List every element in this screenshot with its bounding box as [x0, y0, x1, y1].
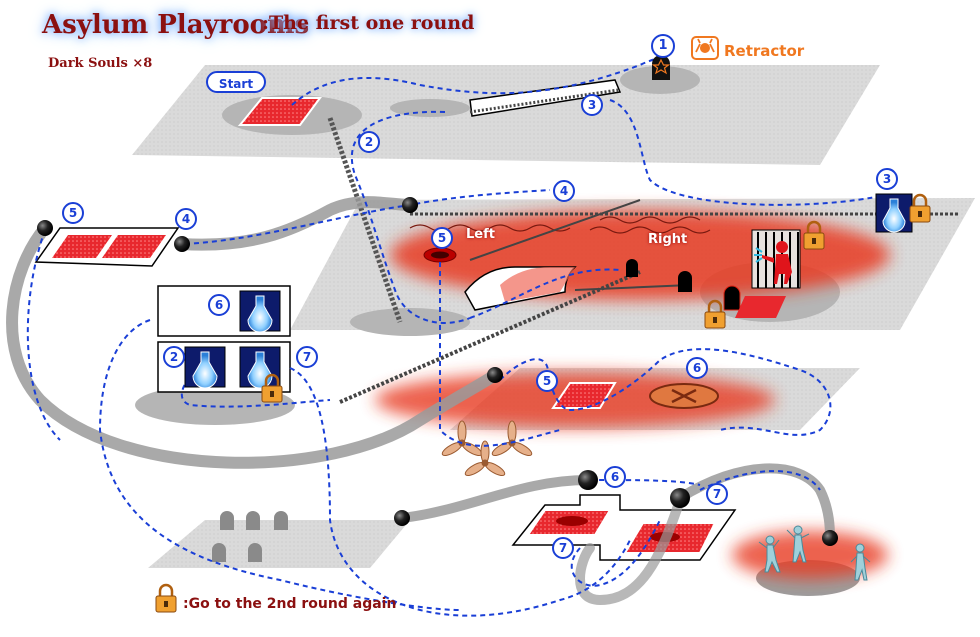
dancer-figures — [758, 525, 871, 581]
diagonal-rail — [469, 199, 641, 261]
slide-tube-long — [6, 222, 501, 469]
step-7-ball: 7 — [706, 483, 728, 505]
cage-monster — [762, 241, 792, 284]
step-2-top: 2 — [358, 131, 380, 153]
room-label-right: Right — [648, 232, 688, 247]
retractor-icon — [691, 36, 719, 60]
bridge-rail — [469, 88, 619, 114]
retractor-label: Retractor — [724, 42, 805, 60]
left-pad-a[interactable] — [52, 235, 112, 258]
long-diagonal-rail — [339, 270, 641, 404]
step-6-ball: 6 — [604, 466, 626, 488]
flask-icon[interactable] — [184, 346, 226, 389]
fog-waves-right — [589, 226, 711, 234]
propeller-icon — [441, 420, 533, 476]
bonfire-icon — [651, 55, 671, 80]
platform-bridge-end — [390, 99, 470, 117]
lock-icon — [803, 220, 825, 250]
door-red — [723, 285, 741, 311]
step-7-flask: 7 — [296, 346, 318, 368]
souls-count: Dark Souls ×8 — [48, 56, 153, 71]
floor-top — [132, 65, 880, 165]
lock-icon — [155, 583, 177, 613]
step-3-bridge: 3 — [581, 94, 603, 116]
lock-icon — [909, 193, 931, 223]
step-6-flask: 6 — [208, 294, 230, 316]
door-2 — [678, 271, 692, 292]
platform-flasks — [135, 385, 295, 425]
step-5-pad: 5 — [536, 370, 558, 392]
bottom-pad-left-hole — [556, 516, 588, 526]
step-2-flask: 2 — [163, 346, 185, 368]
lock-icon — [261, 373, 283, 403]
step-6-trap: 6 — [686, 357, 708, 379]
slide-tube-loop — [575, 495, 685, 606]
flask-icon[interactable] — [875, 193, 913, 233]
tunnel-rail — [574, 284, 691, 291]
step-1: 1 — [651, 34, 675, 58]
room-label-left: Left — [466, 227, 495, 242]
left-room-hole-inner — [431, 251, 449, 259]
step-7-pad: 7 — [552, 537, 574, 559]
start-marker[interactable]: Start — [206, 71, 266, 93]
tombstones — [212, 511, 288, 562]
step-5-hole: 5 — [431, 227, 453, 249]
step-4-left: 4 — [175, 208, 197, 230]
door-1 — [626, 259, 638, 277]
x-trap-mark — [671, 388, 697, 404]
slide-tube-bottom — [397, 475, 593, 523]
checker-mat — [735, 296, 786, 318]
lock-legend-note: :Go to the 2nd round again — [183, 596, 397, 612]
step-5-left: 5 — [62, 202, 84, 224]
lock-icon — [704, 299, 726, 329]
left-pad-b[interactable] — [102, 235, 166, 258]
flask-icon[interactable] — [239, 290, 281, 333]
map-title: Asylum Playrooms — [42, 10, 310, 40]
ball-icon — [37, 197, 838, 546]
support-pole — [327, 117, 403, 323]
fog-waves-right2 — [599, 216, 701, 224]
slide-tube-right — [675, 463, 835, 543]
tunnel-glow — [500, 267, 575, 302]
map-subtitle: :The first one round — [262, 12, 475, 34]
step-4-rail: 4 — [553, 180, 575, 202]
flask-icon[interactable] — [239, 346, 281, 389]
step-3-flask: 3 — [876, 168, 898, 190]
cage-spray — [754, 247, 763, 263]
slide-tube-upper — [176, 196, 416, 251]
